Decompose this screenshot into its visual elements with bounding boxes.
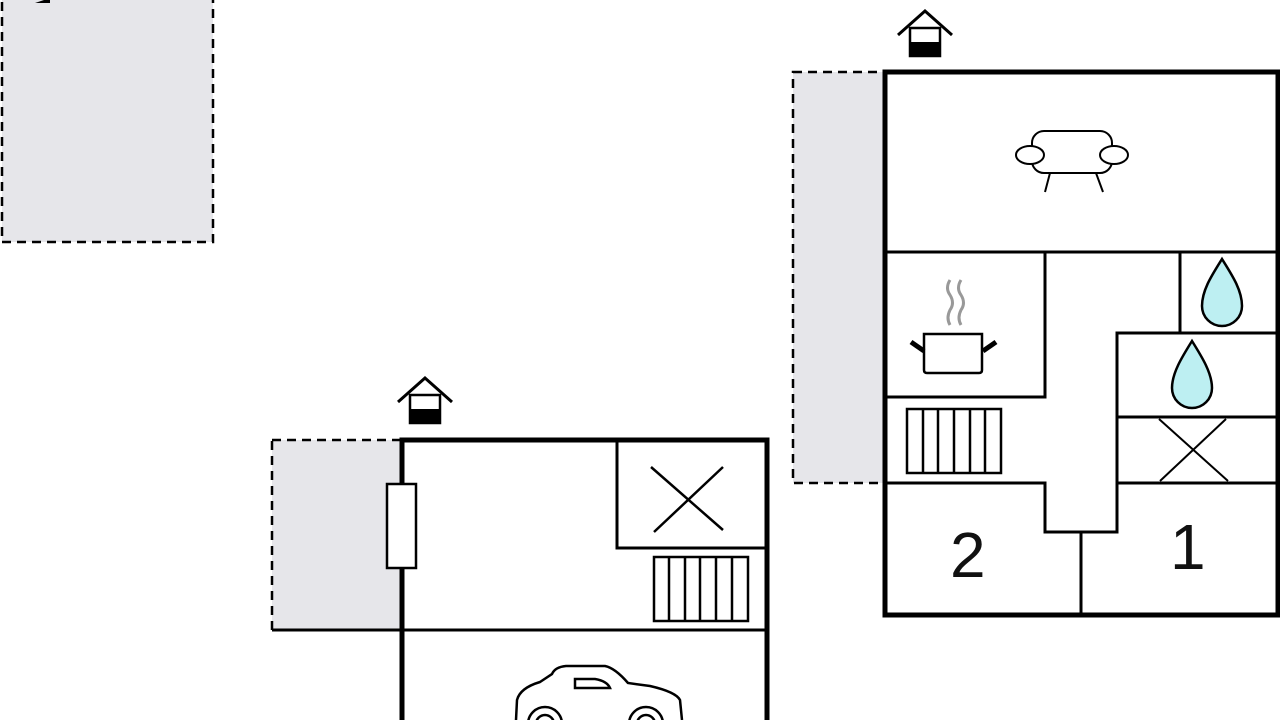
sofa-icon — [1015, 130, 1129, 193]
void-cross-icon — [1158, 418, 1229, 482]
entrance-icon — [897, 8, 953, 58]
room-label-1: 1 — [1170, 511, 1206, 583]
house-left — [270, 375, 770, 720]
room-label-2: 2 — [950, 519, 986, 591]
terrace-top-left — [0, 0, 215, 244]
entrance-icon — [397, 375, 453, 425]
stairs-icon — [652, 555, 750, 623]
terrace-right — [791, 70, 887, 485]
void-cross-icon — [650, 466, 724, 533]
car-icon — [514, 664, 684, 720]
terrace-left — [270, 438, 404, 632]
stairs-icon — [905, 407, 1003, 475]
water-drop-icon — [1200, 256, 1244, 328]
window-icon — [385, 482, 418, 570]
kitchen-pot-icon — [909, 279, 998, 375]
house-right — [791, 8, 1280, 618]
water-drop-icon — [1170, 338, 1214, 410]
